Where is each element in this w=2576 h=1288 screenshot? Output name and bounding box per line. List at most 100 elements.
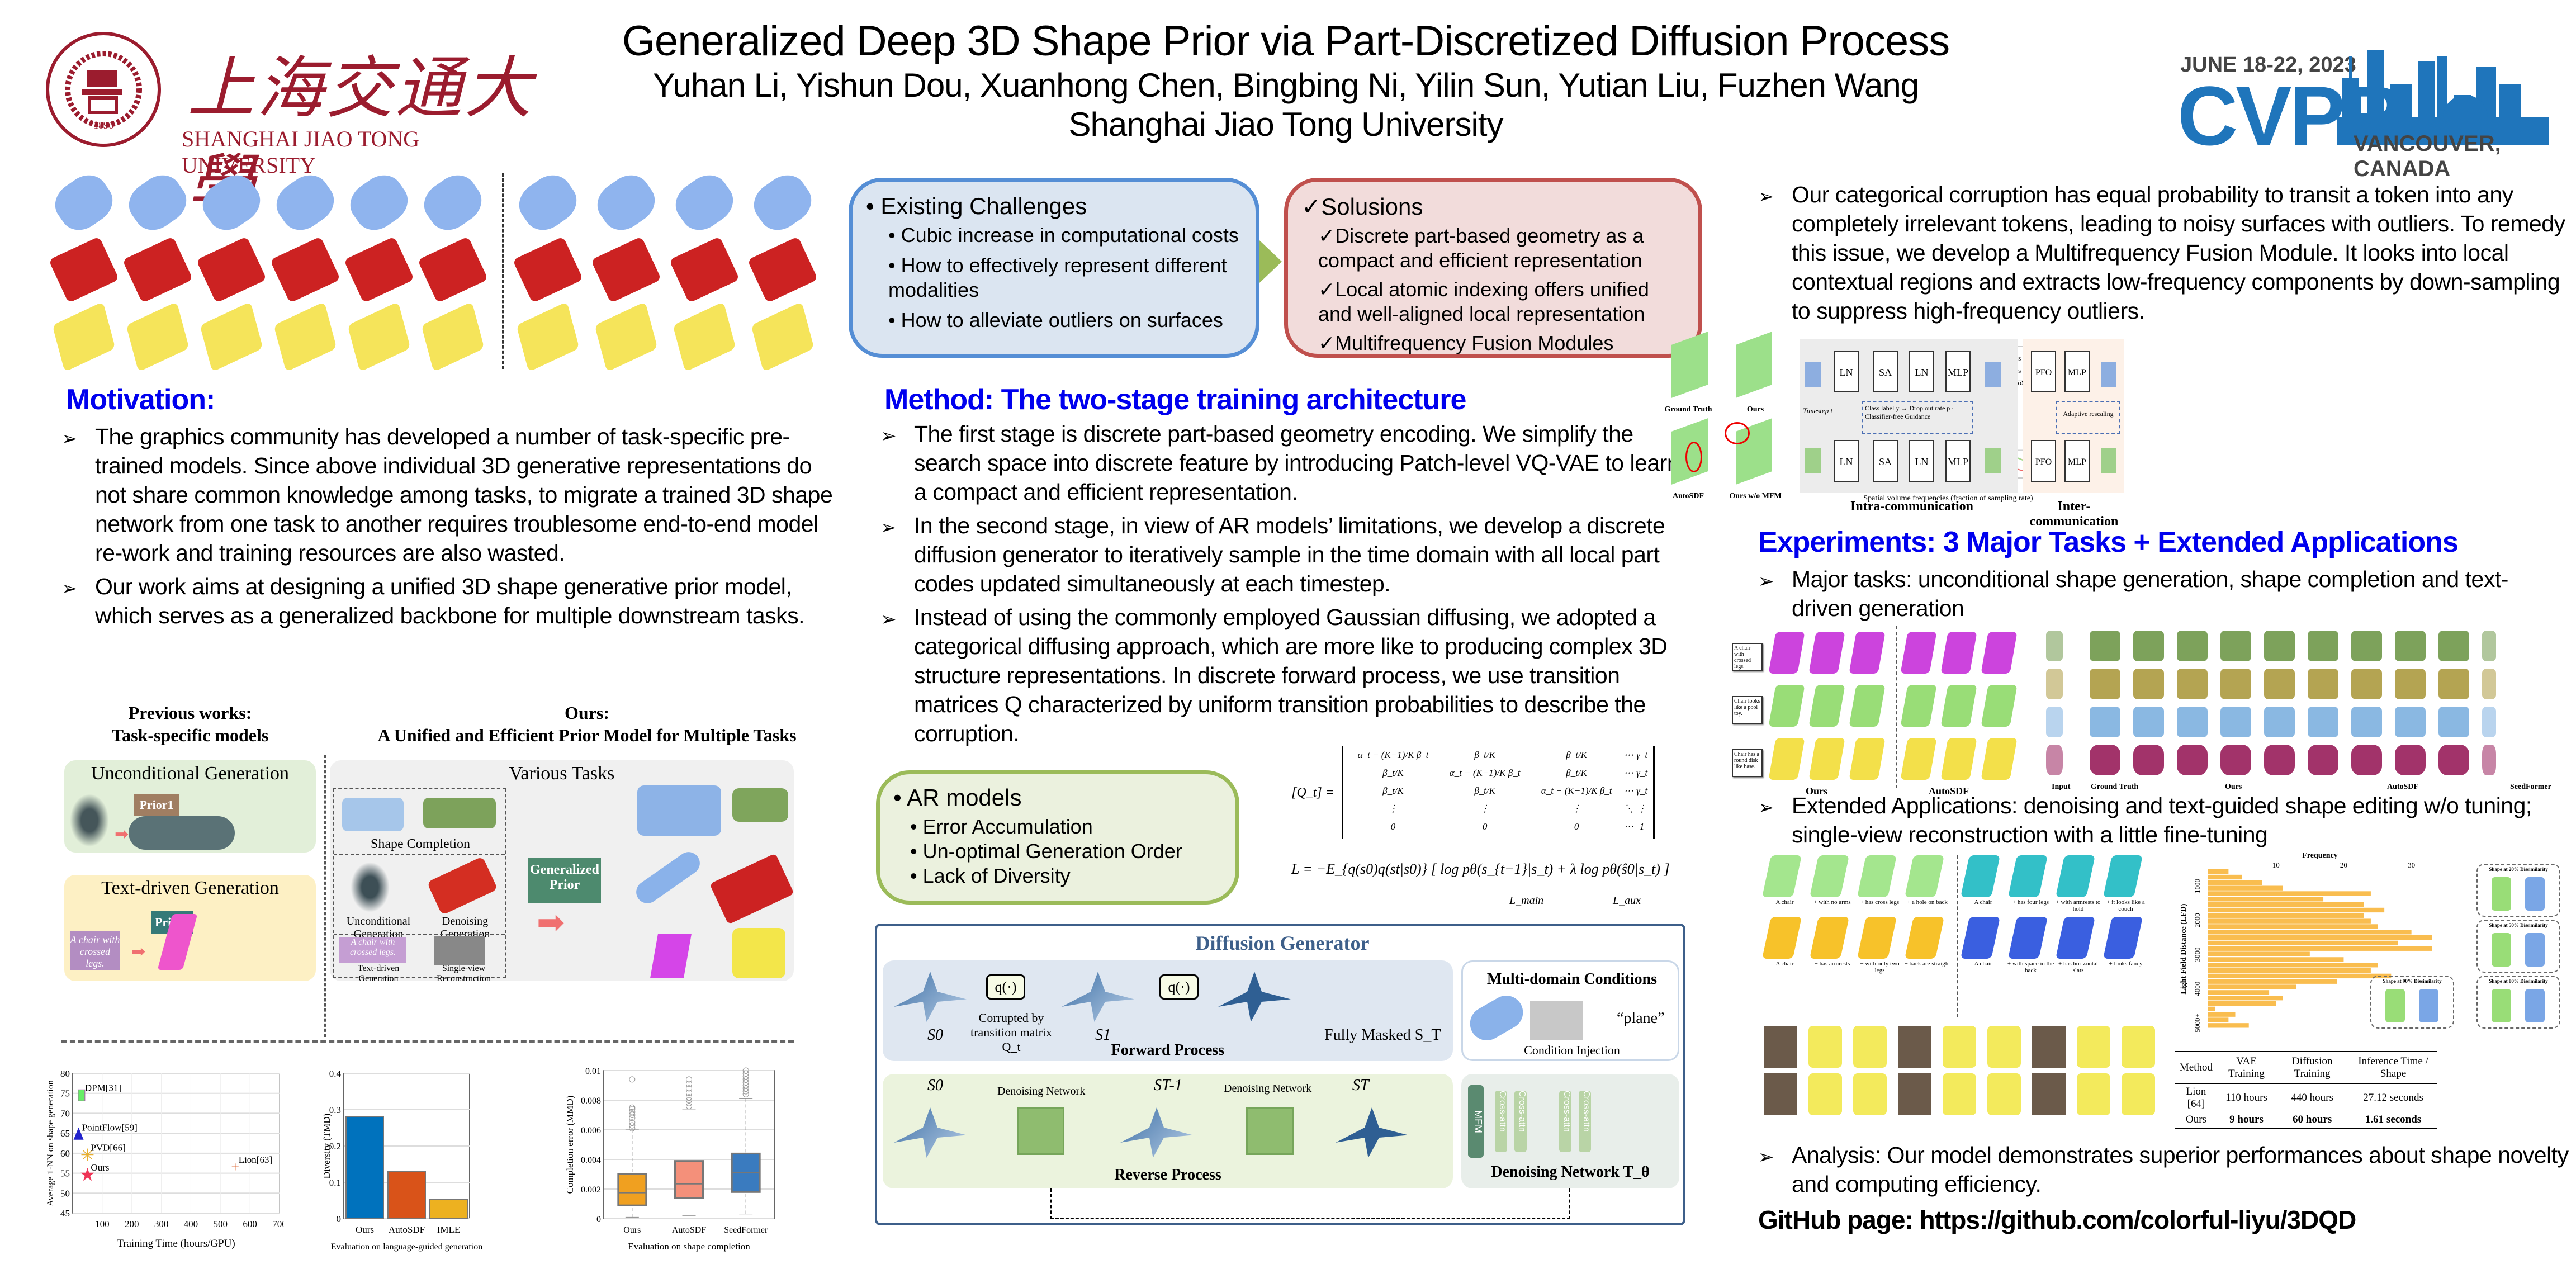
table-cell: 60 hours bbox=[2293, 1114, 2332, 1125]
edited-chair-icon bbox=[2103, 917, 2143, 959]
reconstructed-chair-icon bbox=[1808, 1026, 1842, 1068]
completion-shape-icon bbox=[2177, 631, 2208, 661]
edited-chair-icon bbox=[2056, 855, 2095, 897]
outlier-point bbox=[742, 1073, 749, 1080]
chair-label: Ours bbox=[1746, 405, 1764, 414]
point-cloud-icon bbox=[70, 794, 109, 847]
completion-shape-icon bbox=[2351, 707, 2382, 737]
edit-caption: + looks fancy bbox=[2109, 960, 2143, 967]
bullet-icon: • bbox=[866, 193, 881, 219]
forward-label: Forward Process bbox=[1111, 1041, 1225, 1059]
completion-shape-icon bbox=[2482, 669, 2496, 699]
authors: Yuhan Li, Yishun Dou, Xuanhong Chen, Bin… bbox=[652, 67, 1919, 104]
x-tick-label: 700 bbox=[272, 1219, 285, 1229]
car-shape-icon bbox=[512, 236, 584, 304]
text-prompt-box: A chair with crossed legs. bbox=[1732, 643, 1763, 671]
chair-result-icon bbox=[1900, 632, 1937, 674]
arch-block: SA bbox=[1873, 351, 1898, 392]
chair-shape-icon bbox=[673, 301, 736, 372]
histogram-bar bbox=[2208, 940, 2398, 946]
check-icon: ✓ bbox=[1301, 193, 1322, 220]
y-tick-label: 0.2 bbox=[329, 1141, 341, 1152]
blue-chair-icon bbox=[2525, 933, 2545, 967]
completion-shape-icon bbox=[2482, 745, 2496, 775]
dissimilarity-panel: Shape at 20% Dissimilarity bbox=[2476, 864, 2560, 917]
x-tick-label: 10 bbox=[2272, 861, 2280, 869]
st-reverse-plane-icon bbox=[1336, 1107, 1408, 1158]
completion-shape-icon bbox=[2308, 669, 2338, 699]
outlier-point bbox=[629, 1104, 636, 1111]
x-tick-label: SeedFormer bbox=[724, 1225, 768, 1235]
bar bbox=[387, 1171, 426, 1219]
dissimilarity-panel: Shape at 90% Dissimilarity bbox=[2370, 976, 2454, 1029]
x-axis-label: Training Time (hours/GPU) bbox=[117, 1238, 235, 1249]
blue-feature-icon bbox=[1805, 362, 1821, 387]
outlier-circle-icon bbox=[1685, 442, 1702, 472]
reconstructed-chair-icon bbox=[1943, 1026, 1976, 1068]
reverse-label: Reverse Process bbox=[1114, 1166, 1221, 1183]
completion-shape-icon bbox=[2220, 707, 2251, 737]
edit-caption: + has horizontal slats bbox=[2058, 960, 2098, 974]
edited-chair-icon bbox=[1857, 917, 1897, 959]
table-cell: 27.12 seconds bbox=[2363, 1092, 2423, 1104]
outlier-point bbox=[742, 1070, 749, 1077]
completion-shape-icon bbox=[2177, 745, 2208, 775]
chair-label: Ours w/o MFM bbox=[1729, 492, 1782, 500]
chair-shape-icon bbox=[516, 301, 580, 372]
arch-block: PFO bbox=[2031, 440, 2056, 482]
matrix-cell: α_t − (K−1)/K β_t bbox=[1449, 768, 1521, 778]
histogram-bar bbox=[2208, 930, 2412, 935]
completion-shape-icon bbox=[2308, 707, 2338, 737]
airplane-shape-icon bbox=[121, 167, 195, 238]
chair-result-icon bbox=[1940, 632, 1977, 674]
arrow-right-icon bbox=[1259, 240, 1282, 283]
experiments-bullet: ➢Major tasks: unconditional shape genera… bbox=[1758, 566, 2508, 621]
car-shape-icon bbox=[747, 236, 818, 304]
completion-shape-icon bbox=[2351, 669, 2382, 699]
ar-heading: AR models bbox=[907, 784, 1022, 811]
y-tick-label: 5000+ bbox=[2193, 1014, 2201, 1032]
sofa-photo-icon bbox=[434, 936, 485, 965]
completion-shape-icon bbox=[2133, 669, 2164, 699]
edit-caption: A chair bbox=[1775, 899, 1794, 906]
reconstructed-chair-icon bbox=[1808, 1073, 1842, 1115]
x-tick-label: 300 bbox=[154, 1219, 169, 1229]
arch-block: LN bbox=[1909, 440, 1934, 482]
x-tick-label: 200 bbox=[125, 1219, 139, 1229]
chair-result-icon bbox=[1981, 738, 2018, 780]
edit-caption: + a hole on back bbox=[1907, 899, 1948, 906]
edit-caption: A chair bbox=[1775, 960, 1794, 967]
dissimilarity-panel: Shape at 50% Dissimilarity bbox=[2476, 920, 2560, 973]
chair-result-icon bbox=[1900, 685, 1937, 727]
completion-shape-icon bbox=[2264, 669, 2295, 699]
histogram-bar bbox=[2208, 963, 2378, 968]
column-label: Ground Truth bbox=[2091, 783, 2139, 791]
solutions-box: ✓Solusions ✓Discrete part-based geometry… bbox=[1284, 178, 1702, 358]
plane-text-condition: “plane” bbox=[1617, 1010, 1665, 1027]
chair-result-icon bbox=[1768, 632, 1805, 674]
histogram-bar bbox=[2208, 996, 2283, 1001]
method-bullet: ➢The first stage is discrete part-based … bbox=[880, 421, 1680, 505]
text-gen-label: Text-driven Generation bbox=[357, 964, 400, 983]
github-link[interactable]: GitHub page: https://github.com/colorful… bbox=[1758, 1205, 2356, 1234]
arrow-icon: ➡ bbox=[537, 904, 565, 941]
university-logo: 1896 上海交通大學 SHANGHAI JIAO TONG UNIVERSIT… bbox=[42, 22, 545, 223]
arch-block: SA bbox=[1873, 440, 1898, 482]
completion-shape-icon bbox=[2133, 631, 2164, 661]
inter-label: Inter-communication bbox=[2029, 499, 2119, 529]
outlier-point bbox=[686, 1081, 692, 1087]
completion-shape-icon bbox=[2395, 745, 2426, 775]
completion-shape-icon bbox=[2090, 631, 2120, 661]
matrix-cell: β_t/K bbox=[1566, 750, 1588, 760]
edit-caption: + it looks like a couch bbox=[2106, 899, 2145, 912]
edit-caption: + with no arms bbox=[1813, 899, 1851, 906]
y-tick-label: 55 bbox=[60, 1168, 70, 1179]
point-label: DPM[31] bbox=[85, 1082, 121, 1093]
major-tasks-figure: A chair with crossed legs.Chair looks li… bbox=[1716, 626, 2555, 797]
solutions-list: ✓Discrete part-based geometry as a compa… bbox=[1301, 224, 1685, 356]
reconstructed-chair-icon bbox=[2122, 1026, 2155, 1068]
cfg-box: Class label y → Drop out rate p · Classi… bbox=[1862, 401, 1973, 434]
edited-chair-icon bbox=[2008, 855, 2048, 897]
